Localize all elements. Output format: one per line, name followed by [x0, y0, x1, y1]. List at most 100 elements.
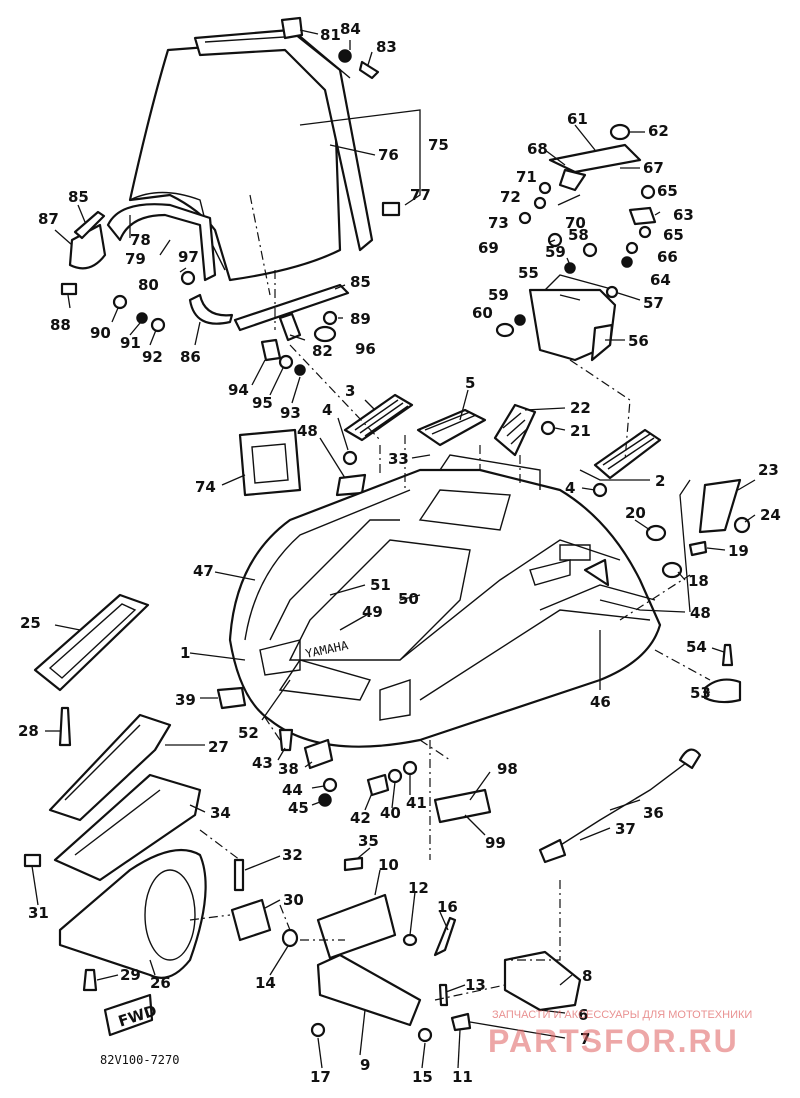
callout-63: 63: [673, 206, 694, 224]
nut-59b: [514, 314, 526, 326]
bolt-31: [23, 853, 42, 868]
washer-17: [310, 1022, 326, 1038]
frame-74: [238, 428, 302, 497]
callout-48a: 48: [297, 422, 318, 440]
grommet-18: [661, 561, 683, 579]
callout-labels: 81 84 83 75 76 77 85 78 79 80 97 87 88 9…: [18, 20, 781, 1086]
bolt-28: [58, 706, 72, 747]
plug-21: [540, 420, 556, 436]
callout-78: 78: [130, 231, 151, 249]
callout-41: 41: [406, 794, 427, 812]
callout-61: 61: [567, 110, 588, 128]
grommet-12: [402, 933, 418, 947]
callout-89: 89: [350, 310, 371, 328]
clip-53: [703, 678, 742, 704]
windshield: [128, 28, 374, 282]
callout-47: 47: [193, 562, 214, 580]
pin-16: [433, 916, 457, 957]
callout-14: 14: [255, 974, 276, 992]
callout-27: 27: [208, 738, 229, 756]
callout-9: 9: [360, 1056, 370, 1074]
callout-21: 21: [570, 422, 591, 440]
callout-72: 72: [500, 188, 521, 206]
bolt-32: [233, 858, 245, 892]
plug-60: [495, 322, 515, 338]
callout-87: 87: [38, 210, 59, 228]
callout-53: 53: [690, 684, 711, 702]
clip-42: [366, 773, 390, 797]
callout-56: 56: [628, 332, 649, 350]
pad-5: [416, 408, 487, 447]
washer-40: [387, 768, 403, 784]
callout-83: 83: [376, 38, 397, 56]
washer-95: [278, 354, 294, 370]
bolt-11: [450, 1012, 472, 1032]
bracket-23: [698, 478, 742, 534]
cable-clamp-37: [538, 838, 567, 864]
callout-13: 13: [465, 976, 486, 994]
callout-3: 3: [345, 382, 355, 400]
callout-22: 22: [570, 399, 591, 417]
callout-73: 73: [488, 214, 509, 232]
callout-59b: 59: [488, 286, 509, 304]
callout-51: 51: [370, 576, 391, 594]
callout-85b: 85: [350, 273, 371, 291]
side-grip-86: [188, 293, 234, 325]
washer-65a: [640, 184, 656, 200]
callout-67: 67: [643, 159, 664, 177]
bracket-82: [278, 312, 302, 342]
callout-33: 33: [388, 450, 409, 468]
nut-59a: [564, 262, 576, 274]
nut-64: [621, 256, 633, 268]
callout-88: 88: [50, 316, 71, 334]
callout-62: 62: [648, 122, 669, 140]
callout-37: 37: [615, 820, 636, 838]
callout-1: 1: [180, 644, 190, 662]
windshield-trim-left: [106, 203, 217, 282]
callout-82: 82: [312, 342, 333, 360]
callout-66: 66: [657, 248, 678, 266]
rubber-strip-85-upper: [73, 210, 106, 240]
callout-74: 74: [195, 478, 216, 496]
callout-23: 23: [758, 461, 779, 479]
screw-83: [358, 60, 380, 80]
callout-85a: 85: [68, 188, 89, 206]
nut-71: [538, 181, 552, 195]
callout-60: 60: [472, 304, 493, 322]
callout-7: 7: [580, 1030, 590, 1048]
clip-77: [381, 201, 401, 217]
bolt-29: [82, 968, 98, 992]
callout-38: 38: [278, 760, 299, 778]
callout-20: 20: [625, 504, 646, 522]
pin-54: [721, 643, 734, 667]
alignment-lines: [189, 194, 711, 1001]
washer-57: [605, 285, 619, 299]
bracket-34: [53, 773, 202, 882]
bracket-27: [48, 713, 172, 822]
callout-96: 96: [355, 340, 376, 358]
watermark-tagline: ЗАПЧАСТИ И АКСЕССУАРЫ ДЛЯ МОТОТЕХНИКИ: [492, 1009, 752, 1021]
bolt-19: [688, 540, 708, 557]
callout-49: 49: [362, 603, 383, 621]
callout-76: 76: [378, 146, 399, 164]
callout-65b: 65: [663, 226, 684, 244]
fitting-56: [590, 323, 614, 362]
callout-93: 93: [280, 404, 301, 422]
callout-5: 5: [465, 374, 475, 392]
callout-99: 99: [485, 834, 506, 852]
callout-42: 42: [350, 809, 371, 827]
pin-13: [438, 983, 449, 1007]
callout-91: 91: [120, 334, 141, 352]
callout-46: 46: [590, 693, 611, 711]
housing-26: [58, 848, 207, 979]
fuel-cap-assembly: [548, 123, 642, 192]
callout-77: 77: [410, 186, 431, 204]
clip-63: [628, 206, 657, 226]
callout-79: 79: [125, 250, 146, 268]
grommet-14: [281, 928, 299, 948]
callout-65a: 65: [657, 182, 678, 200]
callout-30: 30: [283, 891, 304, 909]
callout-84: 84: [340, 20, 361, 38]
callout-70: 70: [565, 214, 586, 232]
